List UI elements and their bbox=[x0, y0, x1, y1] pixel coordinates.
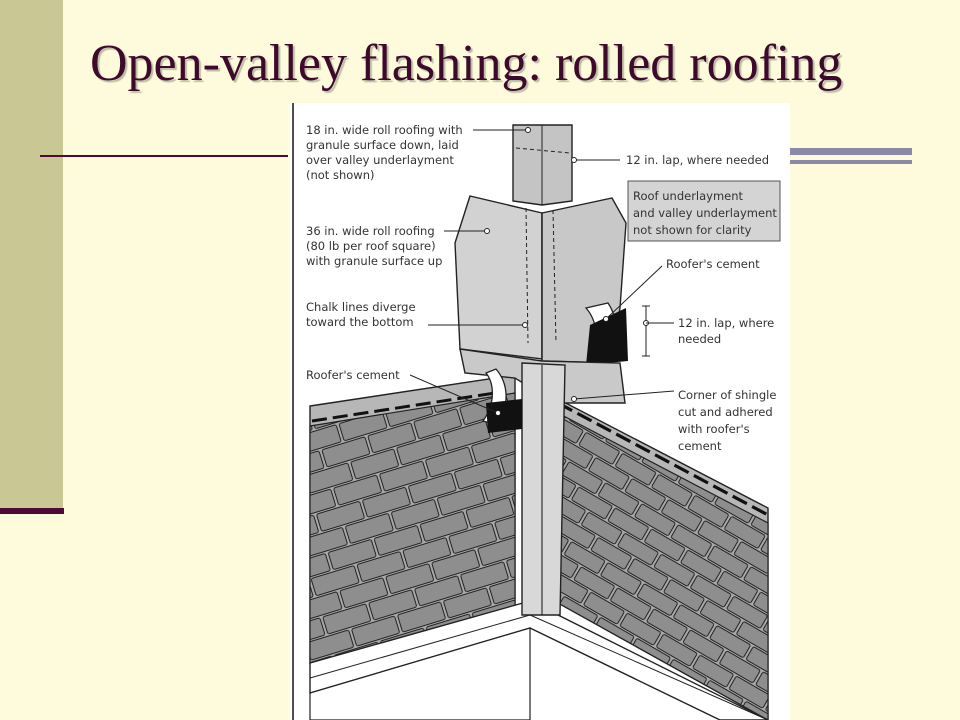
callout-leaders bbox=[409, 127, 675, 416]
top-lap-line bbox=[515, 147, 571, 154]
label-chalk-lines: Chalk lines diverge toward the bottom bbox=[306, 300, 419, 329]
label-lap-top: 12 in. lap, where needed bbox=[626, 153, 769, 167]
chalk-line-left bbox=[525, 207, 529, 344]
valley-open-strip bbox=[521, 362, 566, 616]
roll-36in-left bbox=[454, 195, 543, 360]
title-rule-right-top bbox=[788, 148, 912, 155]
cement-patch-left bbox=[486, 399, 522, 433]
eave-line-right bbox=[529, 614, 769, 720]
note-box bbox=[627, 180, 781, 242]
left-accent-bar-foot bbox=[0, 508, 64, 514]
left-accent-bar bbox=[0, 0, 63, 512]
slide-title: Open-valley flashing: rolled roofing bbox=[90, 35, 843, 92]
valley-flashing-figure: 18 in. wide roll roofing with granule su… bbox=[290, 103, 790, 720]
title-rule-right-bottom bbox=[788, 160, 912, 164]
chalk-line-right bbox=[552, 209, 557, 344]
label-roofers-cement-left: Roofer's cement bbox=[306, 368, 400, 382]
label-roofers-cement-right: Roofer's cement bbox=[666, 257, 760, 271]
label-lap-mid: 12 in. lap, where needed bbox=[678, 316, 778, 346]
label-shingle-corner: Corner of shingle cut and adhered with r… bbox=[678, 388, 780, 453]
label-18in-roll: 18 in. wide roll roofing with granule su… bbox=[306, 123, 466, 182]
cement-patch-right bbox=[586, 308, 628, 365]
label-note: Roof underlayment and valley underlaymen… bbox=[633, 189, 781, 237]
valley-flashing-illustration: 18 in. wide roll roofing with granule su… bbox=[290, 103, 790, 720]
eave-soffit bbox=[309, 627, 531, 720]
left-chalk-line bbox=[311, 391, 496, 423]
label-36in-roll: 36 in. wide roll roofing (80 lb per roof… bbox=[306, 224, 442, 268]
right-chalk-line bbox=[557, 401, 769, 517]
eave-line bbox=[309, 614, 531, 679]
title-rule-left bbox=[40, 155, 288, 157]
